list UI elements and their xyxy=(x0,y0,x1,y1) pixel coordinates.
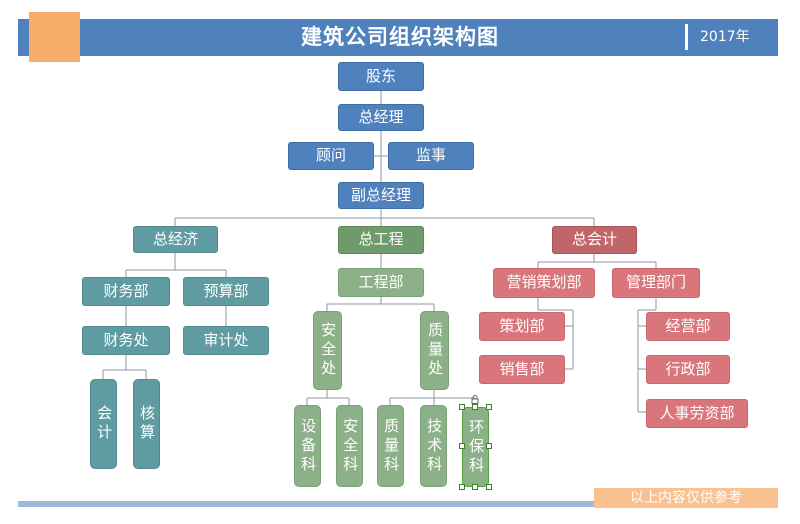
selection-handle[interactable] xyxy=(486,443,492,449)
selection-handle[interactable] xyxy=(459,484,465,490)
node-deputy-gm: 副总经理 xyxy=(338,182,424,209)
node-operations-dept: 经营部 xyxy=(646,312,730,341)
node-quality-office: 质量处 xyxy=(420,311,449,390)
selection-handle[interactable] xyxy=(459,404,465,410)
node-management-dept: 管理部门 xyxy=(612,268,700,298)
node-accounting: 会计 xyxy=(90,379,117,469)
node-chief-accountant: 总会计 xyxy=(552,226,637,254)
node-chief-economist: 总经济 xyxy=(133,226,218,253)
node-chief-engineer: 总工程 xyxy=(338,226,424,254)
node-audit-office: 审计处 xyxy=(183,326,269,355)
node-finance-office: 财务处 xyxy=(82,326,170,355)
selection-handle[interactable] xyxy=(472,404,478,410)
header-orange-block xyxy=(29,12,80,62)
header-bar xyxy=(18,19,778,56)
header-divider xyxy=(685,24,688,50)
node-shareholders: 股东 xyxy=(338,62,424,91)
node-advisor: 顾问 xyxy=(288,142,374,170)
node-sales-dept: 销售部 xyxy=(479,355,565,384)
page-title: 建筑公司组织架构图 xyxy=(301,25,499,49)
node-engineering-dept: 工程部 xyxy=(338,268,424,297)
selection-handle[interactable] xyxy=(459,443,465,449)
node-finance-dept: 财务部 xyxy=(82,277,170,306)
footer-note: 以上内容仅供参考 xyxy=(594,488,778,508)
header-year: 2017年 xyxy=(700,29,750,45)
lock-icon xyxy=(471,389,479,404)
node-supervisor: 监事 xyxy=(388,142,474,170)
selection-handle[interactable] xyxy=(472,484,478,490)
selection-handle[interactable] xyxy=(486,484,492,490)
node-checking: 核算 xyxy=(133,379,160,469)
selection-handle[interactable] xyxy=(486,404,492,410)
node-budget-dept: 预算部 xyxy=(183,277,269,306)
node-technical-section: 技术科 xyxy=(420,405,447,487)
node-safety-office: 安全处 xyxy=(313,311,342,390)
node-safety-section: 安全科 xyxy=(336,405,363,487)
node-general-manager: 总经理 xyxy=(338,104,424,131)
footer-bar xyxy=(18,501,778,507)
node-planning-dept: 策划部 xyxy=(479,312,565,341)
node-marketing-planning-dept: 营销策划部 xyxy=(493,268,595,298)
node-environmental-section[interactable]: 环保科 xyxy=(462,407,489,487)
node-hr-dept: 人事劳资部 xyxy=(646,399,748,428)
node-administration-dept: 行政部 xyxy=(646,355,730,384)
node-quality-section: 质量科 xyxy=(377,405,404,487)
node-equipment-section: 设备科 xyxy=(294,405,321,487)
